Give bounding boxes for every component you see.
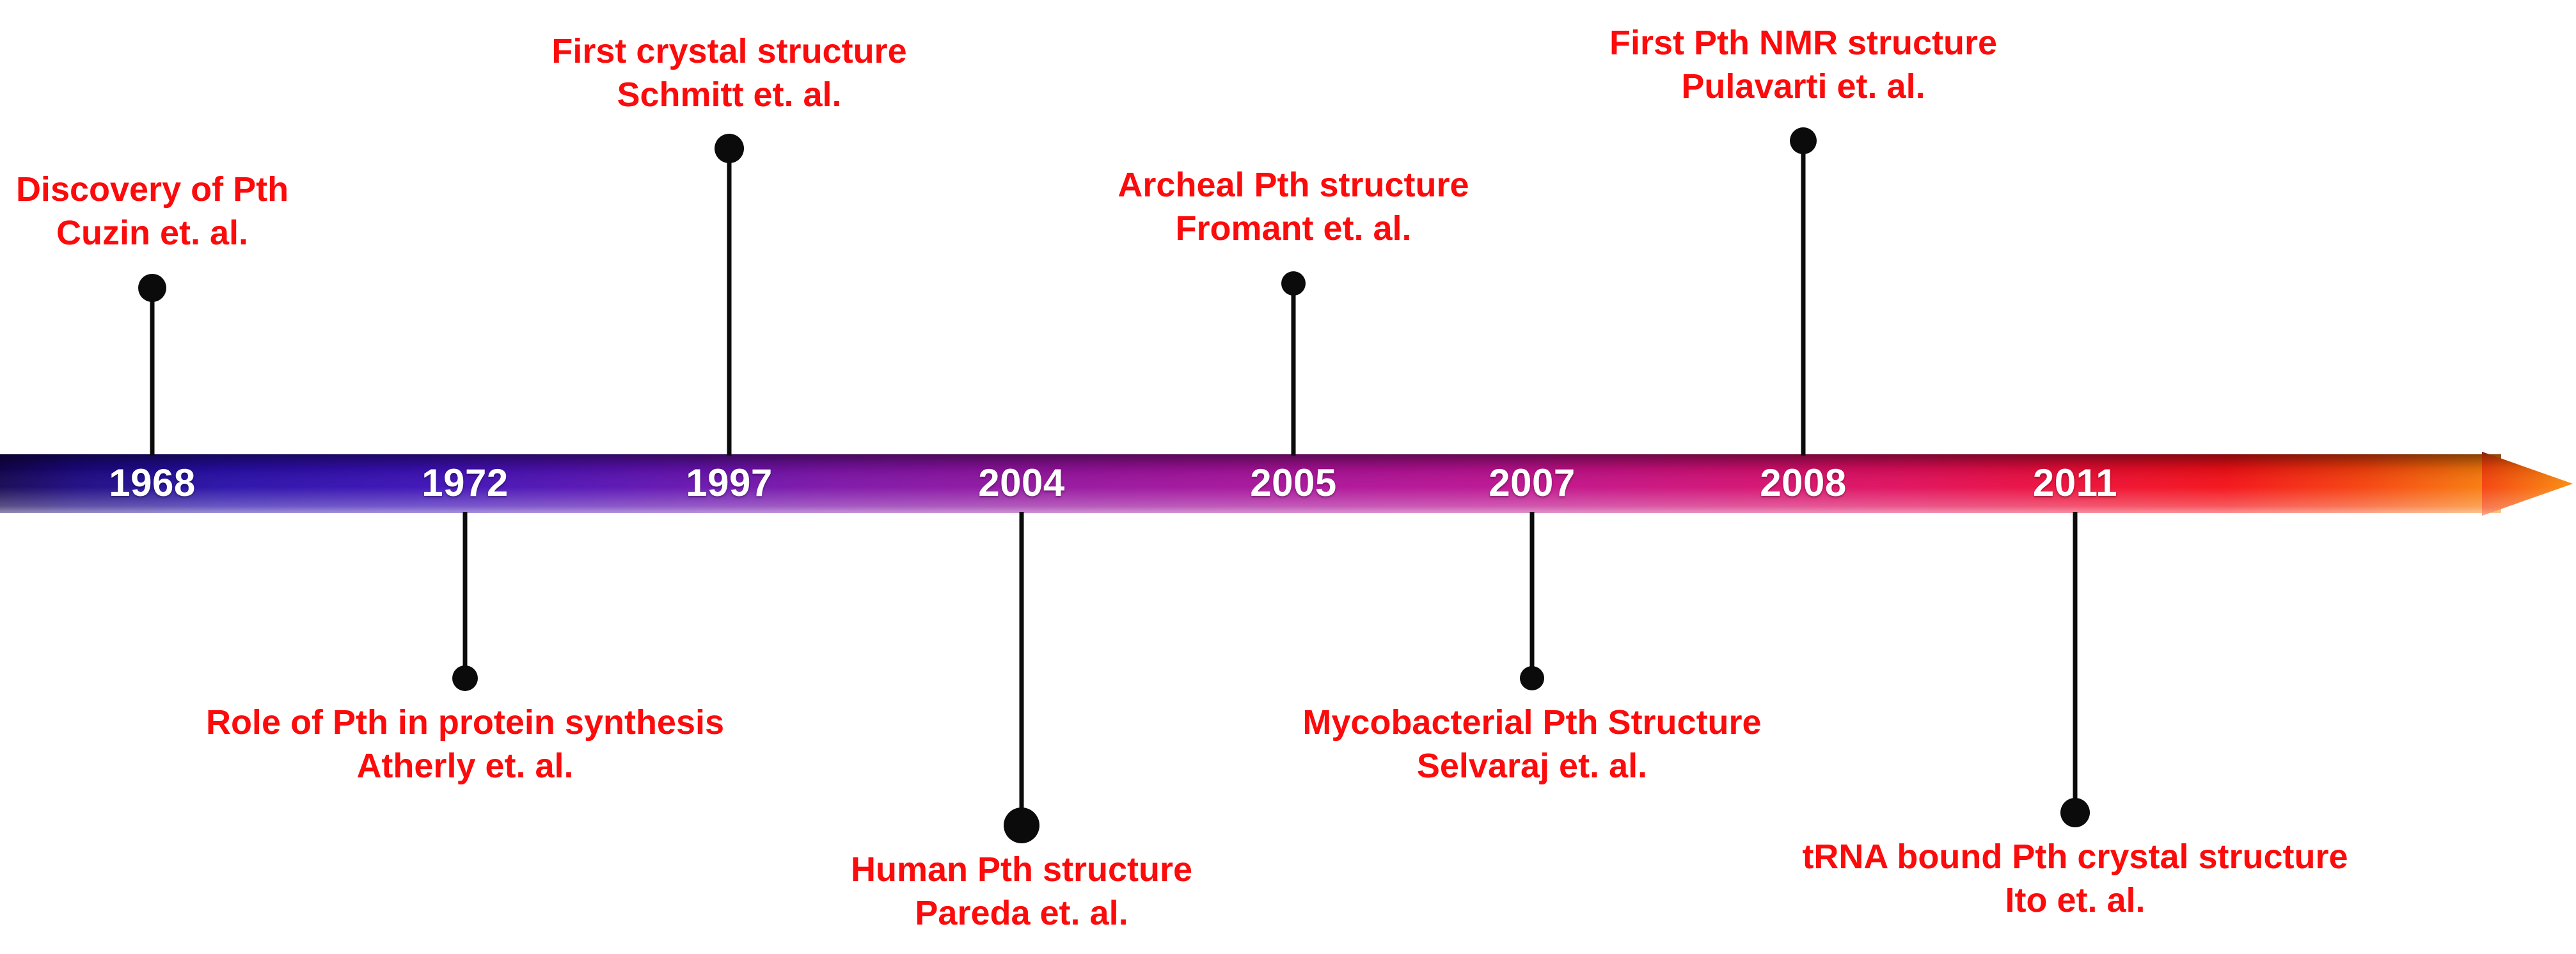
- event-authors-myco: Selvaraj et. al.: [1416, 747, 1648, 785]
- event-authors-nmr: Pulavarti et. al.: [1681, 67, 1925, 106]
- connector-dot-2007: [1520, 666, 1544, 690]
- connector-stem-2011: [2073, 512, 2078, 813]
- event-label-discovery-of-pth: Discovery of Pth Cuzin et. al.: [16, 168, 288, 255]
- year-label-2011: 2011: [2032, 461, 2118, 504]
- event-title-role: Role of Pth in protein synthesis: [205, 703, 725, 742]
- event-title-trna: tRNA bound Pth crystal structure: [1802, 838, 2348, 876]
- event-title-human: Human Pth structure: [850, 850, 1193, 889]
- event-label-first-crystal-structure: First crystal structure Schmitt et. al.: [551, 29, 906, 116]
- connector-dot-1972: [452, 665, 478, 691]
- connector-stem-1968: [150, 288, 155, 456]
- arrow-shaft-shading: [0, 454, 2501, 513]
- arrow-head-shading: [2482, 452, 2573, 516]
- year-label-1972: 1972: [422, 461, 509, 504]
- event-title-archeal: Archeal Pth structure: [1118, 166, 1469, 204]
- event-title-discovery: Discovery of Pth: [15, 170, 289, 209]
- year-label-1968: 1968: [109, 461, 196, 504]
- timeline-axis-arrow: [0, 452, 2576, 516]
- year-label-2005: 2005: [1250, 461, 1337, 504]
- timeline-arrow-svg: [0, 452, 2573, 516]
- year-label-1997: 1997: [686, 461, 773, 504]
- event-label-trna-bound-pth-crystal-structure: tRNA bound Pth crystal structure Ito et.…: [1802, 835, 2348, 922]
- connector-dot-2004: [1004, 807, 1039, 843]
- connector-dot-2008: [1790, 127, 1817, 154]
- connector-dot-2011: [2060, 798, 2090, 827]
- year-label-2004: 2004: [978, 461, 1065, 504]
- connector-dot-1997: [715, 134, 744, 163]
- connector-stem-2008: [1801, 141, 1806, 456]
- event-label-human-pth-structure: Human Pth structure Pareda et. al.: [851, 848, 1192, 935]
- event-label-first-pth-nmr-structure: First Pth NMR structure Pulavarti et. al…: [1609, 21, 1997, 108]
- connector-dot-1968: [138, 274, 166, 302]
- connector-stem-1997: [727, 148, 732, 456]
- event-title-nmr: First Pth NMR structure: [1609, 24, 1998, 62]
- event-authors-archeal: Fromant et. al.: [1175, 209, 1412, 248]
- event-title-crystal: First crystal structure: [551, 32, 907, 70]
- connector-dot-2005: [1281, 271, 1306, 296]
- connector-stem-1972: [462, 512, 468, 678]
- connector-stem-2005: [1291, 283, 1296, 456]
- year-label-2008: 2008: [1760, 461, 1847, 504]
- event-authors-human: Pareda et. al.: [915, 894, 1128, 932]
- event-authors-role: Atherly et. al.: [356, 747, 574, 785]
- connector-stem-2007: [1529, 512, 1535, 678]
- event-authors-discovery: Cuzin et. al.: [56, 214, 249, 252]
- event-label-mycobacterial-pth-structure: Mycobacterial Pth Structure Selvaraj et.…: [1302, 701, 1761, 788]
- event-authors-crystal: Schmitt et. al.: [617, 76, 842, 114]
- event-label-role-of-pth-in-protein-synthesis: Role of Pth in protein synthesis Atherly…: [206, 701, 724, 788]
- event-title-myco: Mycobacterial Pth Structure: [1302, 703, 1762, 742]
- connector-stem-2004: [1019, 512, 1024, 825]
- year-label-2007: 2007: [1489, 461, 1576, 504]
- event-authors-trna: Ito et. al.: [2005, 881, 2145, 919]
- event-label-archeal-pth-structure: Archeal Pth structure Fromant et. al.: [1118, 163, 1469, 250]
